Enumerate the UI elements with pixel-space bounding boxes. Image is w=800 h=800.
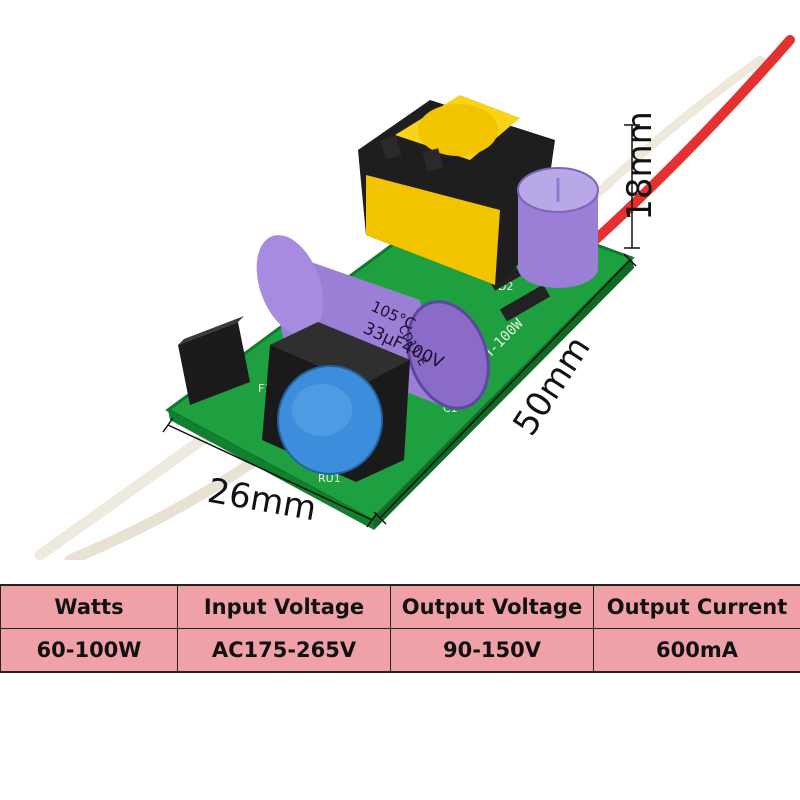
diode-d2: [499, 284, 551, 322]
white-input-wire-2: [64, 444, 276, 560]
ref-ru1: RU1: [318, 472, 341, 485]
header-output-current: Output Current: [593, 584, 800, 629]
specifications-table: Watts Input Voltage Output Voltage Outpu…: [0, 584, 800, 673]
dimension-lines: [162, 124, 640, 528]
header-output-voltage: Output Voltage: [390, 584, 594, 629]
dimension-height-label: 18mm: [620, 111, 660, 221]
varistor: [277, 365, 383, 475]
header-watts: Watts: [0, 584, 178, 629]
fuse-component: [178, 316, 250, 405]
white-input-wire-1: [34, 414, 236, 560]
transformer: [358, 95, 555, 285]
value-output-current: 600mA: [593, 628, 800, 673]
value-output-voltage: 90-150V: [390, 628, 594, 673]
led-driver-photo: LMSH-100W F1 C1 D2 RU1 105°C 33µF400V CD…: [34, 35, 795, 560]
diode-d1: [489, 265, 521, 291]
red-output-wire: [590, 35, 795, 245]
header-input-voltage: Input Voltage: [177, 584, 391, 629]
specs-header-row: Watts Input Voltage Output Voltage Outpu…: [0, 584, 800, 629]
specs-value-row: 60-100W AC175-265V 90-150V 600mA: [0, 628, 800, 673]
small-capacitor: [517, 167, 599, 288]
value-input-voltage: AC175-265V: [177, 628, 391, 673]
value-watts: 60-100W: [0, 628, 178, 673]
